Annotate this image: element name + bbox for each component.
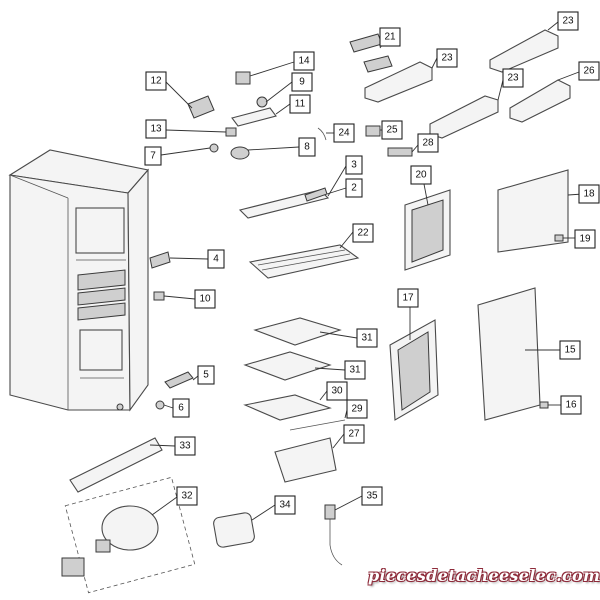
callout-4: 4: [207, 249, 225, 269]
callout-7: 7: [144, 146, 162, 166]
leader-lines: [149, 21, 584, 521]
callout-27: 27: [343, 424, 365, 444]
callout-17: 17: [397, 288, 419, 308]
svg-text:7: 7: [150, 151, 156, 162]
callout-8: 8: [298, 137, 316, 157]
svg-text:31: 31: [361, 333, 373, 344]
svg-text:10: 10: [199, 294, 211, 305]
callout-30: 30: [326, 381, 348, 401]
callout-25: 25: [381, 120, 403, 140]
callout-22: 22: [352, 223, 374, 243]
callout-24: 24: [333, 123, 355, 143]
svg-text:35: 35: [366, 491, 378, 502]
callout-18: 18: [578, 184, 600, 204]
callout-28: 28: [417, 133, 439, 153]
svg-text:19: 19: [579, 234, 591, 245]
svg-text:3: 3: [351, 160, 357, 171]
callout-31: 31: [356, 328, 378, 348]
bottom-parts: [61, 437, 343, 594]
callout-11: 11: [289, 94, 311, 114]
svg-text:22: 22: [357, 228, 369, 239]
svg-text:23: 23: [562, 16, 574, 27]
svg-text:14: 14: [298, 56, 310, 67]
callout-6: 6: [172, 398, 190, 418]
watermark-logo: piecesdetacheeselec.com: [368, 566, 600, 585]
callout-19: 19: [574, 229, 596, 249]
callout-20: 20: [410, 165, 432, 185]
callout-33: 33: [174, 436, 196, 456]
callout-35: 35: [361, 486, 383, 506]
callout-26: 26: [578, 61, 600, 81]
svg-text:5: 5: [203, 370, 209, 381]
svg-text:32: 32: [181, 491, 193, 502]
svg-text:31: 31: [349, 365, 361, 376]
svg-text:15: 15: [564, 345, 576, 356]
svg-text:27: 27: [348, 429, 360, 440]
svg-text:25: 25: [386, 125, 398, 136]
doors: [389, 169, 569, 421]
middle-parts: [149, 187, 360, 483]
svg-text:4: 4: [213, 254, 219, 265]
callout-16: 16: [560, 395, 582, 415]
callout-14: 14: [293, 51, 315, 71]
svg-text:33: 33: [179, 441, 191, 452]
callout-21: 21: [379, 27, 401, 47]
callout-34: 34: [274, 495, 296, 515]
callout-13: 13: [145, 119, 167, 139]
callout-23: 23: [557, 11, 579, 31]
svg-text:6: 6: [178, 403, 184, 414]
callout-3: 3: [345, 155, 363, 175]
svg-text:16: 16: [565, 400, 577, 411]
svg-text:2: 2: [351, 183, 357, 194]
svg-text:9: 9: [299, 77, 305, 88]
svg-text:26: 26: [583, 66, 595, 77]
callout-5: 5: [197, 365, 215, 385]
svg-text:12: 12: [150, 76, 162, 87]
callout-12: 12: [145, 71, 167, 91]
svg-text:30: 30: [331, 386, 343, 397]
callout-23: 23: [436, 48, 458, 68]
svg-text:20: 20: [415, 170, 427, 181]
refrigerator-body: [8, 149, 150, 412]
svg-text:34: 34: [279, 500, 291, 511]
svg-text:23: 23: [441, 53, 453, 64]
svg-text:29: 29: [351, 404, 363, 415]
svg-text:21: 21: [384, 32, 396, 43]
callout-29: 29: [346, 399, 368, 419]
svg-text:24: 24: [338, 128, 350, 139]
svg-text:11: 11: [295, 99, 306, 110]
svg-text:28: 28: [422, 138, 434, 149]
callout-9: 9: [291, 72, 313, 92]
callout-15: 15: [559, 340, 581, 360]
svg-text:23: 23: [507, 73, 519, 84]
svg-text:18: 18: [583, 189, 595, 200]
callout-23: 23: [502, 68, 524, 88]
callout-32: 32: [176, 486, 198, 506]
callout-2: 2: [345, 178, 363, 198]
callout-31: 31: [344, 360, 366, 380]
callout-10: 10: [194, 289, 216, 309]
svg-text:13: 13: [150, 124, 162, 135]
svg-text:8: 8: [304, 142, 310, 153]
svg-text:17: 17: [402, 293, 414, 304]
